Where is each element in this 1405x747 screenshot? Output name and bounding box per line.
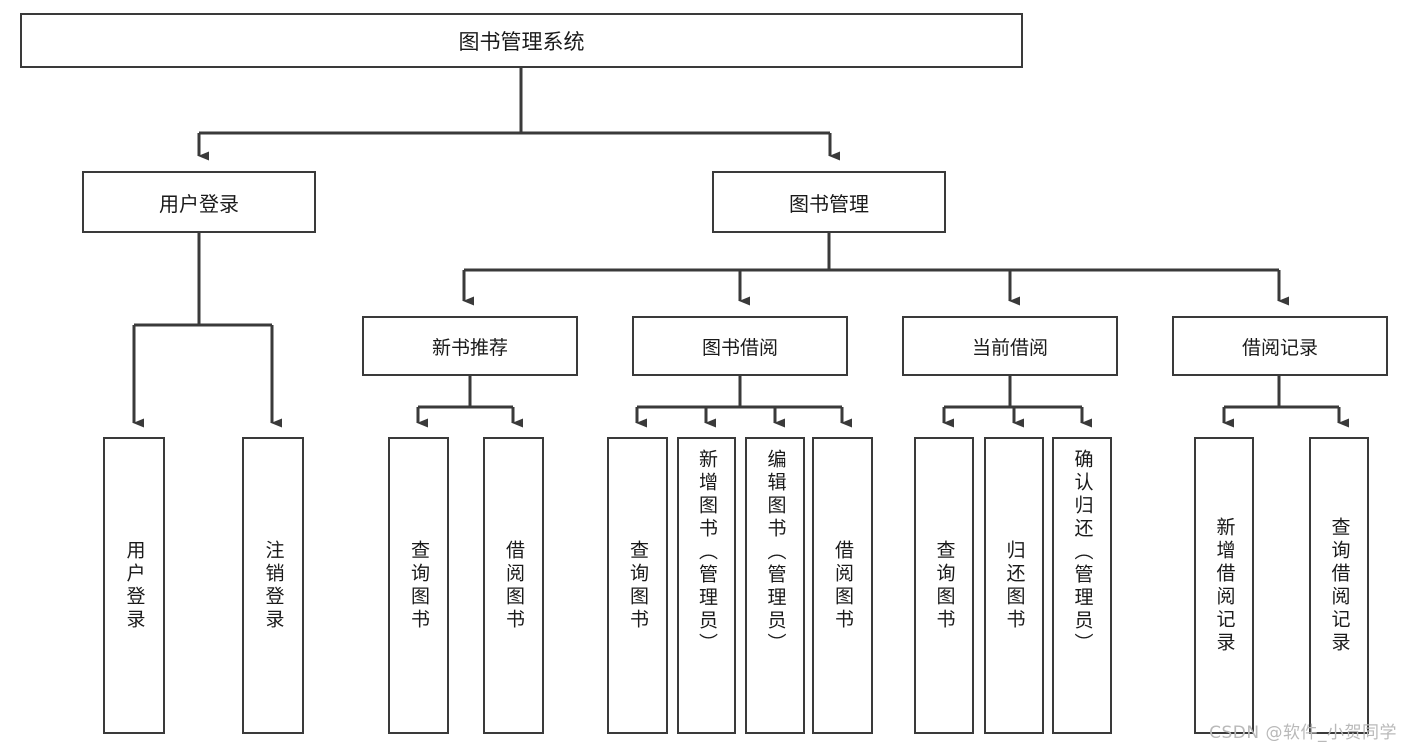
watermark-text: CSDN @软件_小贺同学 <box>1209 723 1397 743</box>
node-label: 归还图书 <box>1003 539 1026 632</box>
node-new-book-recommend[interactable]: 新书推荐 <box>362 316 578 376</box>
node-label: 编辑图书（管理员） <box>764 449 787 656</box>
node-label: 确认归还（管理员） <box>1071 449 1094 656</box>
leaf-node-add-borrow-record[interactable]: 新增借阅记录 <box>1194 437 1254 734</box>
leaf-node-borrow-book-2[interactable]: 借阅图书 <box>812 437 873 734</box>
leaf-node-confirm-return[interactable]: 确认归还（管理员） <box>1052 437 1112 734</box>
node-label: 借阅图书 <box>503 539 525 632</box>
leaf-node-add-book[interactable]: 新增图书（管理员） <box>677 437 736 734</box>
node-user-login[interactable]: 用户登录 <box>82 171 316 233</box>
node-label: 用户登录 <box>159 191 239 216</box>
node-label: 用户登录 <box>123 539 146 632</box>
node-label: 当前借阅 <box>971 336 1048 359</box>
node-label: 新增图书（管理员） <box>696 449 718 656</box>
node-label: 查询图书 <box>408 539 430 632</box>
node-book-borrow[interactable]: 图书借阅 <box>632 316 848 376</box>
leaf-node-query-book-1[interactable]: 查询图书 <box>388 437 449 734</box>
node-label: 图书管理系统 <box>458 29 585 54</box>
node-label: 查询图书 <box>933 539 956 632</box>
node-label: 借阅图书 <box>832 539 854 632</box>
node-label: 新增借阅记录 <box>1213 516 1236 655</box>
leaf-node-user-login[interactable]: 用户登录 <box>103 437 165 734</box>
node-borrow-record[interactable]: 借阅记录 <box>1172 316 1388 376</box>
node-current-borrow[interactable]: 当前借阅 <box>902 316 1118 376</box>
node-label: 图书借阅 <box>701 336 778 359</box>
leaf-node-query-book-2[interactable]: 查询图书 <box>607 437 668 734</box>
node-book-management-system[interactable]: 图书管理系统 <box>20 13 1023 68</box>
node-label: 查询图书 <box>627 539 649 632</box>
node-label: 查询借阅记录 <box>1328 516 1351 655</box>
node-label: 借阅记录 <box>1241 336 1318 359</box>
leaf-node-borrow-book-1[interactable]: 借阅图书 <box>483 437 544 734</box>
node-label: 注销登录 <box>262 539 285 632</box>
node-label: 图书管理 <box>789 191 869 216</box>
node-label: 新书推荐 <box>431 336 508 359</box>
leaf-node-edit-book[interactable]: 编辑图书（管理员） <box>745 437 805 734</box>
node-book-management[interactable]: 图书管理 <box>712 171 946 233</box>
leaf-node-return-book[interactable]: 归还图书 <box>984 437 1044 734</box>
leaf-node-query-borrow-record[interactable]: 查询借阅记录 <box>1309 437 1369 734</box>
leaf-node-query-book-3[interactable]: 查询图书 <box>914 437 974 734</box>
leaf-node-logout-login[interactable]: 注销登录 <box>242 437 304 734</box>
